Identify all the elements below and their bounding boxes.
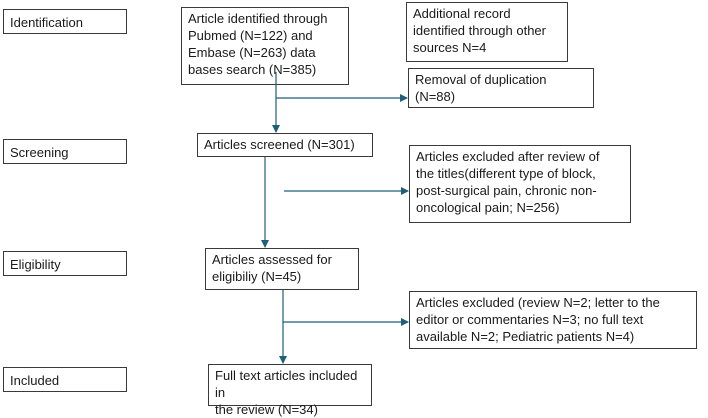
- box-articles-screened: Articles screened (N=301): [197, 133, 373, 157]
- box-excluded-fulltext: Articles excluded (review N=2; letter to…: [409, 291, 697, 349]
- stage-eligibility: Eligibility: [3, 251, 127, 276]
- stage-screening: Screening: [3, 139, 127, 164]
- box-additional-records: Additional record identified through oth…: [406, 2, 568, 62]
- stage-included: Included: [3, 367, 127, 392]
- box-records-identified: Article identified through Pubmed (N=122…: [181, 7, 349, 85]
- flow-connectors: [261, 72, 409, 364]
- box-articles-assessed: Articles assessed for eligibiliy (N=45): [205, 248, 359, 290]
- stage-identification: Identification: [3, 9, 127, 34]
- box-duplicates-removed: Removal of duplication (N=88): [408, 68, 594, 108]
- box-excluded-titles: Articles excluded after review of the ti…: [409, 145, 631, 223]
